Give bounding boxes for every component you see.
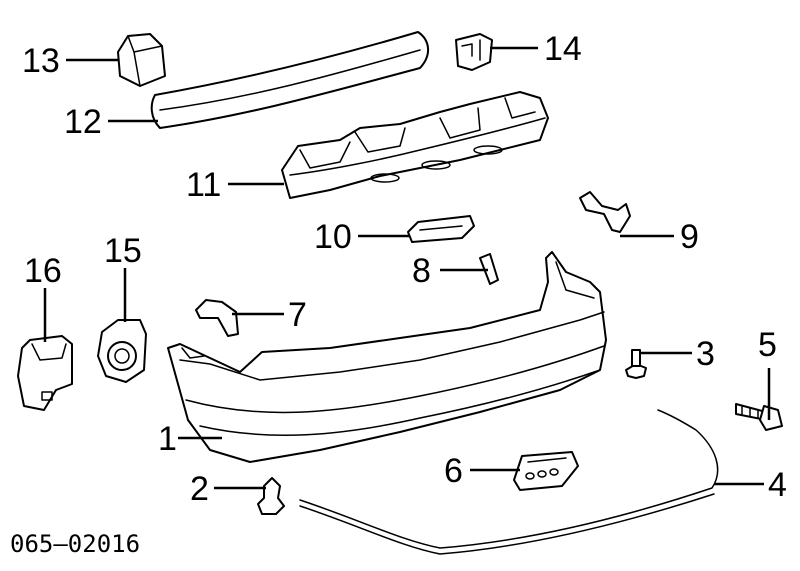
part-12-reinforcement [150, 31, 429, 129]
callout-2: 2 [190, 470, 209, 508]
part-4-molding [299, 409, 719, 555]
part-10-plate [407, 215, 475, 243]
callout-4: 4 [768, 466, 787, 504]
part-9-bracket [579, 191, 631, 233]
part-1-bumper-cover [167, 251, 607, 463]
part-2-push-clip [257, 477, 285, 515]
callout-10: 10 [314, 218, 352, 256]
diagram-code: 065–02016 [10, 530, 140, 558]
callout-6: 6 [444, 452, 463, 490]
leader-lines [43, 46, 771, 490]
part-8-spacer [479, 253, 499, 285]
part-16-sensor-bracket [17, 335, 73, 411]
callout-5: 5 [758, 326, 777, 364]
callout-3: 3 [696, 335, 715, 373]
callout-15: 15 [104, 232, 142, 270]
part-11-absorber [281, 91, 549, 199]
part-13-stopper [117, 33, 166, 87]
part-5-bolt [735, 403, 783, 431]
part-6-reflector [513, 451, 579, 491]
callout-7: 7 [288, 296, 307, 334]
callout-11: 11 [186, 166, 221, 204]
callout-8: 8 [412, 252, 431, 290]
part-15-sensor [97, 319, 147, 383]
part-14-clip [455, 33, 493, 71]
part-3-clip [625, 349, 647, 379]
callout-1: 1 [158, 420, 177, 458]
callout-9: 9 [680, 218, 699, 256]
part-7-retainer [195, 299, 239, 337]
callout-12: 12 [64, 103, 102, 141]
callout-14: 14 [544, 30, 582, 68]
callout-16: 16 [24, 252, 62, 290]
callout-labels: 13 12 11 14 10 9 8 7 15 16 3 5 1 6 2 4 [22, 30, 787, 508]
callout-13: 13 [22, 42, 60, 80]
